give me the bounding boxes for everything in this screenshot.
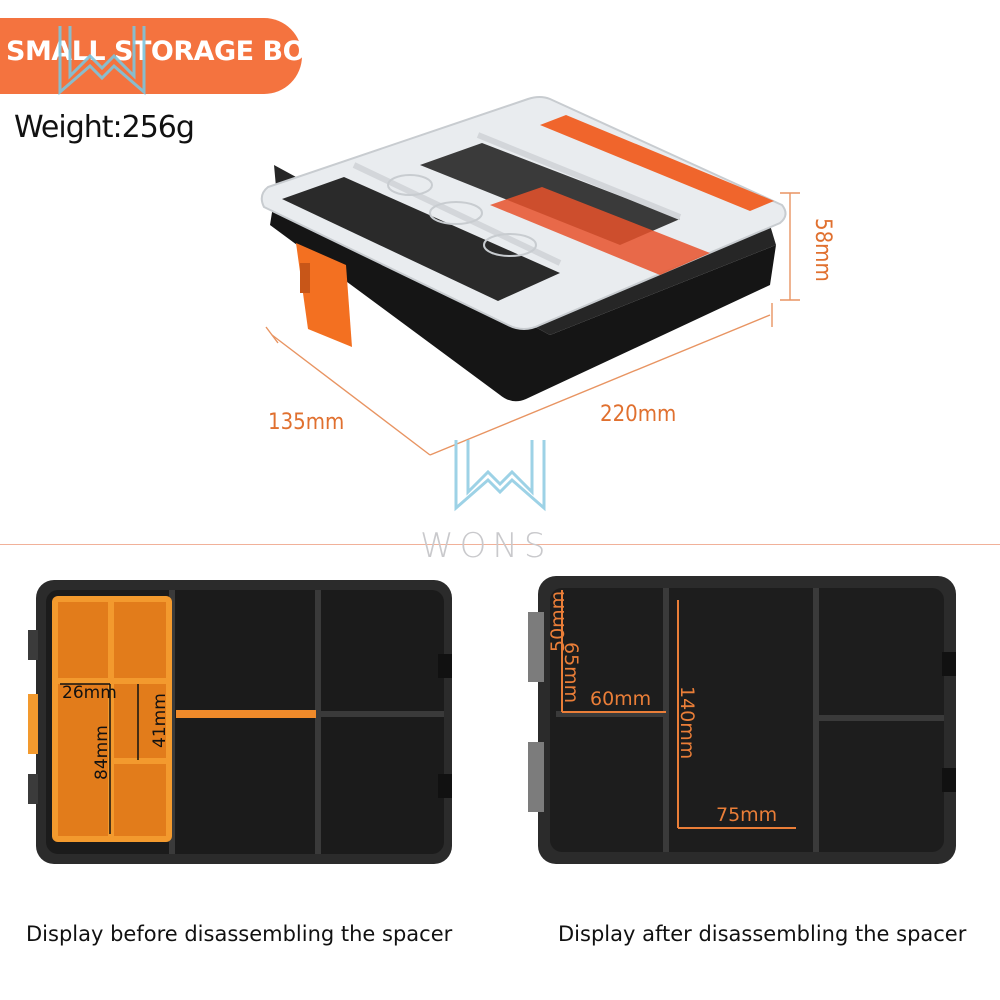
caption-before: Display before disassembling the spacer xyxy=(26,922,453,946)
dimension-lines xyxy=(265,192,800,456)
after-75mm-label: 75mm xyxy=(716,804,778,826)
storage-box-closed-image xyxy=(260,96,787,402)
after-60mm-label: 60mm xyxy=(590,688,652,710)
box-after-disassembling-image xyxy=(528,576,956,864)
before-small-width-label: 26mm xyxy=(62,683,117,703)
after-140mm-label: 140mm xyxy=(676,686,698,760)
caption-after: Display after disassembling the spacer xyxy=(558,922,967,946)
wons-logo-watermark xyxy=(58,26,146,96)
section-divider xyxy=(0,544,1000,545)
weight-label: Weight:256g xyxy=(14,110,195,145)
after-65mm-label: 65mm xyxy=(560,642,582,704)
wons-center-logo xyxy=(454,440,546,512)
wons-watermark-text: WONS xyxy=(420,526,552,566)
box-before-disassembling-image xyxy=(28,580,452,864)
title-banner xyxy=(0,18,302,94)
width-dimension-label: 135mm xyxy=(268,410,345,435)
before-tray-height-label: 84mm xyxy=(92,725,112,780)
height-dimension-label: 58mm xyxy=(810,218,835,282)
before-small-height-label: 41mm xyxy=(150,693,170,748)
length-dimension-label: 220mm xyxy=(600,402,677,427)
